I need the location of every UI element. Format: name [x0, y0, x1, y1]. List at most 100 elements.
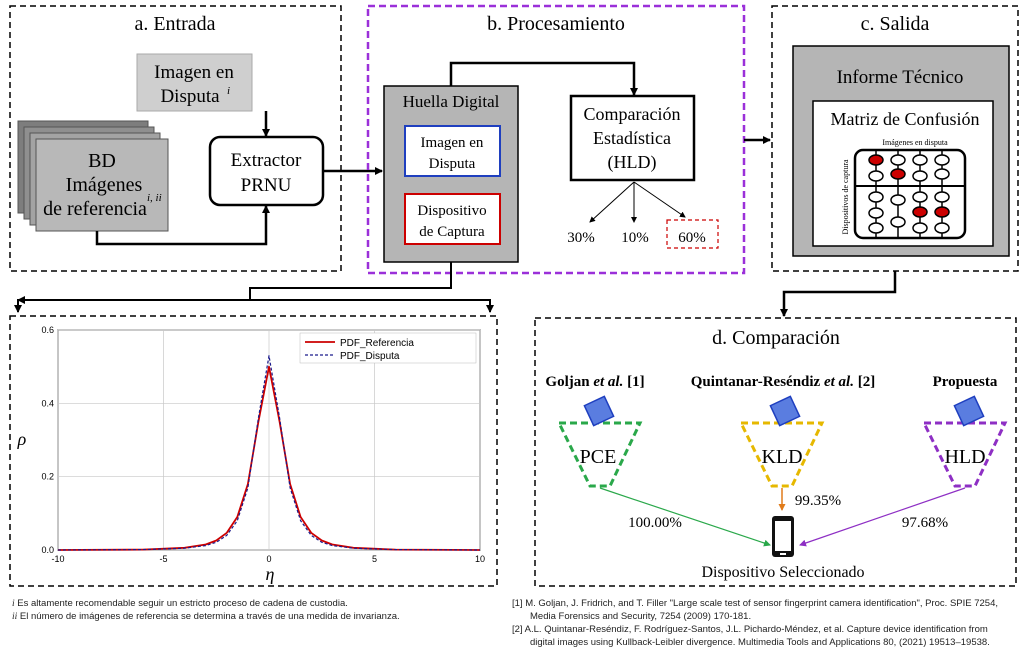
chart-ytick-label: 0.2: [41, 472, 54, 482]
chart-ytick-label: 0.0: [41, 545, 54, 555]
matrix-frame: [853, 148, 967, 240]
image-icon-propuesta: [953, 395, 985, 427]
image-icon-goljan: [583, 395, 615, 427]
panel-salida: c. Salida Informe Técnico Matriz de Conf…: [771, 5, 1019, 272]
value-propuesta: 97.68%: [902, 515, 948, 531]
matrix-bead: [912, 154, 928, 166]
imagen-en-disputa-box: [136, 53, 253, 112]
method-title-goljan: Goljan et al. [1]: [545, 374, 644, 390]
informe-tecnico-label: Informe Técnico: [837, 67, 964, 88]
panel-entrada-title: a. Entrada: [134, 13, 215, 35]
chart-xtick-label: 0: [266, 554, 271, 564]
matrix-bead: [868, 170, 884, 182]
bd-line2: Imágenes: [66, 174, 143, 196]
chart-series-line-pdf-referencia: [57, 365, 481, 551]
arrow-goljan-to-device: [599, 487, 771, 547]
huella-dispositivo-line1: Dispositivo: [417, 203, 486, 219]
value-quintanar: 99.35%: [795, 493, 841, 509]
method-title-quintanar: Quintanar-Reséndiz et al. [2]: [691, 374, 875, 390]
bracket-stem: [249, 262, 452, 300]
matrix-bead: [868, 222, 884, 234]
matriz-confusion-label: Matriz de Confusión: [831, 109, 980, 129]
chart-ytick-label: 0.6: [41, 325, 54, 335]
matrix-bead: [868, 207, 884, 219]
bd-line1: BD: [88, 150, 116, 172]
panel-procesamiento: b. Procesamiento Huella Digital Imagen e…: [366, 4, 746, 275]
matrix-bead: [934, 222, 950, 234]
method-quintanar: KLD: [738, 395, 825, 488]
matrix-bead: [934, 154, 950, 166]
percentage-60-highlight: [666, 219, 719, 249]
chart-legend: PDF_Referencia PDF_Disputa: [299, 332, 477, 364]
chart-xtick-label: 5: [372, 554, 377, 564]
arrow-bd-to-extractor: [95, 205, 270, 246]
matriz-row-label: Dispositivos de captura: [841, 159, 850, 235]
method-title-propuesta: Propuesta: [933, 374, 998, 390]
comparacion-line1: Comparación: [584, 104, 681, 124]
matrix-bead: [912, 222, 928, 234]
bd-sup: i, ii: [147, 192, 162, 204]
arrow-branch-60: [633, 181, 686, 218]
image-icon-quintanar: [769, 395, 801, 427]
bd-stack: [17, 120, 169, 232]
chart-xtick-label: -10: [51, 554, 64, 564]
extractor-line1: Extractor: [231, 150, 302, 171]
matrix-bead: [934, 206, 950, 218]
arrow-salida-to-comparacion: [780, 271, 897, 317]
panel-procesamiento-title: b. Procesamiento: [487, 13, 625, 35]
panel-comparacion-border: [534, 317, 1017, 587]
huella-digital-label: Huella Digital: [403, 92, 500, 111]
device-selected-label: Dispositivo Seleccionado: [701, 564, 864, 581]
smartphone-icon: [772, 516, 794, 557]
percentage-60: 60%: [678, 230, 706, 246]
comparacion-estadistica-box: [569, 94, 696, 182]
huella-dispositivo-box: [404, 193, 501, 245]
chart-series-line-pdf-disputa: [57, 355, 481, 551]
metric-propuesta: HLD: [944, 446, 985, 468]
value-goljan: 100.00%: [628, 515, 682, 531]
panel-comparacion-title: d. Comparación: [712, 327, 840, 349]
arrow-huella-to-comparacion: [449, 61, 638, 96]
matrix-bead: [868, 154, 884, 166]
comparacion-line2: Estadística: [593, 128, 671, 148]
comparacion-line3: (HLD): [608, 152, 657, 173]
huella-imagen-line2: Disputa: [429, 156, 476, 172]
method-propuesta: HLD: [921, 395, 1008, 488]
chart-legend-box: [299, 332, 477, 364]
chart-series: [57, 355, 481, 551]
panel-chart-border: [9, 315, 498, 587]
percentage-30: 30%: [567, 230, 595, 246]
chart-ytick-label: 0.4: [41, 398, 54, 408]
footnote-left-2: ii El número de imágenes de referencia s…: [12, 611, 400, 622]
panel-comparacion: d. Comparación Goljan et al. [1] Quintan…: [534, 317, 1017, 587]
matrix-bead: [912, 170, 928, 182]
bracket-right-down: [250, 299, 494, 313]
metric-goljan: PCE: [580, 446, 617, 468]
arrow-propuesta-to-device: [799, 487, 966, 547]
chart-xlabel: η: [266, 564, 275, 584]
arrow-branch-30: [589, 181, 635, 223]
chart-xtick-label: 10: [475, 554, 485, 564]
footnote-ref-1-line1: [1] M. Goljan, J. Fridrich, and T. Fille…: [512, 598, 999, 609]
panel-entrada-border: [9, 5, 342, 272]
matriz-col-label: Imágenes en disputa: [882, 138, 948, 147]
matrix-bead: [912, 206, 928, 218]
legend-label-referencia: PDF_Referencia: [340, 338, 414, 349]
bd-line3: de referencia: [43, 198, 147, 220]
footnote-ref-1-line2: Media Forensics and Security, 7254 (2009…: [530, 611, 752, 622]
imagen-en-disputa-line1: Imagen en: [154, 62, 234, 83]
method-goljan: PCE: [556, 395, 643, 488]
bd-stack-layer-4: [35, 138, 169, 232]
extractor-line2: PRNU: [241, 175, 292, 196]
huella-imagen-line1: Imagen en: [421, 135, 484, 151]
bracket-left-down: [14, 299, 250, 313]
matrix-bead: [890, 216, 906, 228]
imagen-en-disputa-line2: Disputa: [160, 86, 220, 107]
panel-salida-title: c. Salida: [861, 13, 930, 35]
matrix-bead: [890, 194, 906, 206]
smartphone-button: [780, 553, 786, 555]
percentage-10: 10%: [621, 230, 649, 246]
matrix-bead: [934, 191, 950, 203]
